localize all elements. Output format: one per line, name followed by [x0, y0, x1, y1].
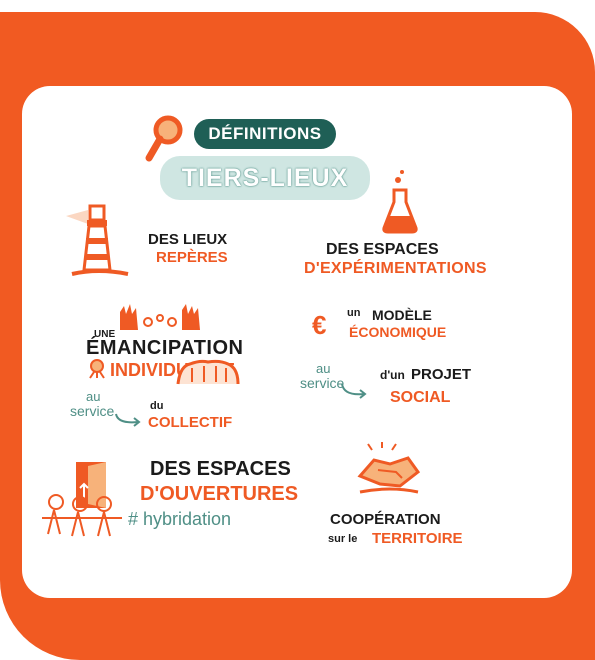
emancipation-collectif: collectif [148, 414, 233, 431]
handshake-icon [357, 442, 421, 494]
modele-social: social [390, 389, 451, 406]
experimentations-line1: des espaces [326, 241, 439, 258]
modele-line2: économique [349, 324, 447, 340]
ouvertures-line1: des espaces [150, 458, 291, 480]
emancipation-service: service [70, 403, 115, 419]
reperes-line2: Repères [156, 249, 228, 266]
broken-chain-icon [120, 304, 200, 330]
tiers-lieux-title: Tiers-Lieux [181, 164, 349, 192]
ouvertures-line2: d'ouvertures [140, 483, 299, 505]
definitions-badge: Définitions [194, 119, 336, 149]
cooperation-line3: territoire [372, 530, 463, 547]
cooperation-line1: coopération [330, 511, 441, 528]
experimentations-line2: d'expérimentations [304, 260, 487, 277]
emancipation-une: une [94, 329, 116, 340]
definitions-title: Définitions [208, 124, 322, 143]
modele-dun: d'un [380, 368, 405, 382]
arrow-icon [115, 413, 141, 427]
modele-un: un [347, 307, 361, 319]
cooperation-line2: sur le [328, 533, 358, 545]
emancipation-line1: émancipation [86, 337, 244, 359]
arrow-icon [341, 383, 367, 399]
lighthouse-icon [66, 204, 129, 276]
modele-line1: Modèle [372, 307, 432, 323]
emancipation-au: au [86, 389, 101, 404]
group-icon [176, 359, 240, 385]
flask-icon [382, 170, 418, 234]
reperes-line1: des Lieux [148, 231, 228, 248]
open-door-icon [42, 462, 122, 537]
person-icon [89, 359, 105, 379]
modele-projet: projet [411, 366, 472, 383]
definition-card: Définitions Tiers-Lieux des Lieux Repère… [22, 86, 572, 598]
modele-service: service [300, 375, 345, 391]
euro-icon: € [312, 310, 327, 340]
ouvertures-line3: # hybridation [128, 509, 232, 529]
magnifier-icon [145, 115, 183, 162]
emancipation-du: du [150, 400, 164, 412]
tiers-lieux-badge: Tiers-Lieux [160, 156, 370, 200]
modele-au: au [316, 361, 331, 376]
